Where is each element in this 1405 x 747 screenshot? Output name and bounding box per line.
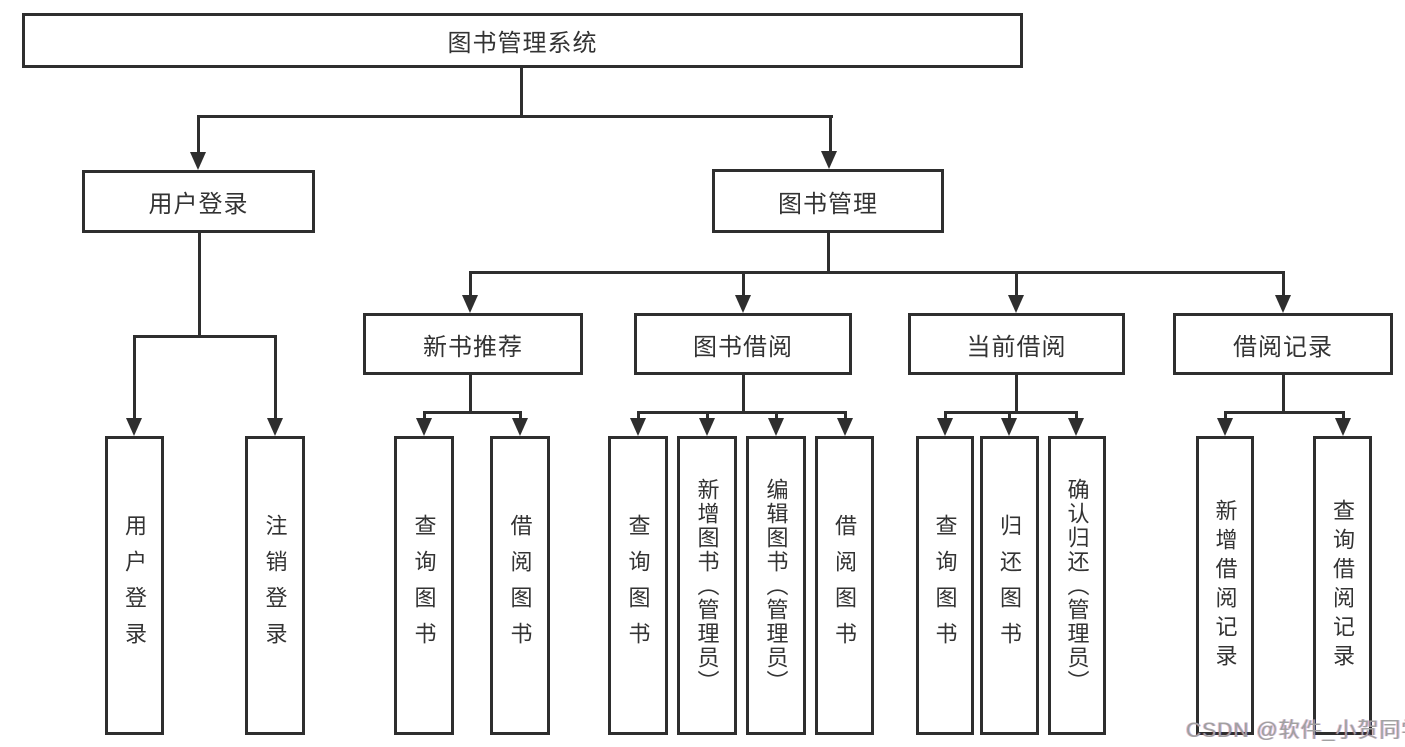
connector-book-management-riser bbox=[827, 233, 830, 274]
arrowhead-g3-c4 bbox=[837, 418, 853, 436]
leaf-current-return-books-label: 归还图书 bbox=[997, 513, 1023, 658]
connector-g4-c2-shaft bbox=[1008, 411, 1011, 420]
leaf-user-login: 用户登录 bbox=[105, 436, 164, 735]
leaf-current-return-books: 归还图书 bbox=[980, 436, 1039, 735]
leaf-current-confirm-return-admin: 确认归还（管理员） bbox=[1048, 436, 1106, 735]
arrowhead-to-borrow-records bbox=[1275, 295, 1291, 313]
connector-new-book-rail bbox=[423, 411, 521, 414]
leaf-user-login-label: 用户登录 bbox=[122, 513, 148, 658]
connector-g3-c2-shaft bbox=[706, 411, 709, 420]
connector-g5-c2-shaft bbox=[1342, 411, 1345, 420]
connector-g4-c1-shaft bbox=[944, 411, 947, 420]
node-book-management: 图书管理 bbox=[712, 169, 944, 233]
arrowhead-to-book-borrow bbox=[735, 295, 751, 313]
connector-g2-c1-shaft bbox=[423, 411, 426, 420]
connector-to-user-login-shaft bbox=[197, 115, 200, 153]
connector-user-login-riser bbox=[198, 233, 201, 338]
leaf-borrow-borrow-books-label: 借阅图书 bbox=[832, 513, 858, 658]
connector-borrow-records-riser bbox=[1282, 375, 1285, 414]
arrowhead-g3-c2 bbox=[699, 418, 715, 436]
leaf-borrow-add-books-admin-label: 新增图书（管理员） bbox=[694, 477, 720, 694]
node-user-login-label: 用户登录 bbox=[148, 191, 249, 218]
connector-g2-c2-shaft bbox=[519, 411, 522, 420]
connector-new-book-riser bbox=[469, 375, 472, 414]
leaf-records-add-record: 新增借阅记录 bbox=[1196, 436, 1254, 735]
arrowhead-g4-c3 bbox=[1068, 418, 1084, 436]
leaf-logout-login: 注销登录 bbox=[245, 436, 305, 735]
leaf-borrow-edit-books-admin-label: 编辑图书（管理员） bbox=[763, 477, 789, 694]
arrowhead-to-book-management bbox=[821, 151, 837, 169]
leaf-recommend-query-books: 查询图书 bbox=[394, 436, 454, 735]
connector-to-borrow-records-shaft bbox=[1282, 271, 1285, 296]
connector-to-leaf-logout-shaft bbox=[274, 335, 277, 418]
leaf-borrow-query-books: 查询图书 bbox=[608, 436, 668, 735]
connector-g5-c1-shaft bbox=[1224, 411, 1227, 420]
arrowhead-to-new-book bbox=[462, 295, 478, 313]
connector-to-current-borrow-shaft bbox=[1015, 271, 1018, 296]
node-current-borrow-label: 当前借阅 bbox=[966, 333, 1067, 361]
connector-root-riser bbox=[520, 68, 523, 117]
node-borrow-records: 借阅记录 bbox=[1173, 313, 1393, 375]
connector-to-book-management-shaft bbox=[829, 115, 832, 152]
connector-borrow-records-rail bbox=[1224, 411, 1344, 414]
arrowhead-g2-c1 bbox=[416, 418, 432, 436]
leaf-logout-login-label: 注销登录 bbox=[262, 513, 288, 658]
arrowhead-g3-c3 bbox=[768, 418, 784, 436]
node-user-login: 用户登录 bbox=[82, 170, 315, 233]
node-root: 图书管理系统 bbox=[22, 13, 1023, 68]
leaf-borrow-edit-books-admin: 编辑图书（管理员） bbox=[746, 436, 806, 735]
arrowhead-g4-c1 bbox=[937, 418, 953, 436]
node-current-borrow: 当前借阅 bbox=[908, 313, 1125, 375]
connector-level3-rail bbox=[469, 271, 1285, 274]
connector-to-leaf-user-login-shaft bbox=[133, 335, 136, 418]
node-borrow-records-label: 借阅记录 bbox=[1233, 333, 1333, 361]
arrowhead-to-leaf-user-login bbox=[126, 418, 142, 436]
connector-g3-c1-shaft bbox=[637, 411, 640, 420]
leaf-borrow-query-books-label: 查询图书 bbox=[625, 513, 651, 658]
leaf-borrow-add-books-admin: 新增图书（管理员） bbox=[677, 436, 737, 735]
connector-level2-rail bbox=[197, 115, 833, 118]
leaf-records-query-record-label: 查询借阅记录 bbox=[1330, 498, 1356, 673]
leaf-recommend-query-books-label: 查询图书 bbox=[411, 513, 437, 658]
arrowhead-to-leaf-logout bbox=[267, 418, 283, 436]
leaf-recommend-borrow-books: 借阅图书 bbox=[490, 436, 550, 735]
arrowhead-g5-c1 bbox=[1217, 418, 1233, 436]
node-book-borrow: 图书借阅 bbox=[634, 313, 852, 375]
watermark-text: CSDN @软件_小贺同学 bbox=[1186, 719, 1405, 742]
connector-to-book-borrow-shaft bbox=[742, 271, 745, 296]
arrowhead-g5-c2 bbox=[1335, 418, 1351, 436]
connector-user-login-rail bbox=[133, 335, 277, 338]
leaf-borrow-borrow-books: 借阅图书 bbox=[815, 436, 874, 735]
connector-current-borrow-rail bbox=[944, 411, 1078, 414]
leaf-records-add-record-label: 新增借阅记录 bbox=[1212, 498, 1238, 673]
connector-g4-c3-shaft bbox=[1075, 411, 1078, 420]
connector-g3-c4-shaft bbox=[844, 411, 847, 420]
node-new-book-recommend-label: 新书推荐 bbox=[423, 333, 523, 361]
node-root-label: 图书管理系统 bbox=[447, 30, 598, 57]
leaf-current-query-books-label: 查询图书 bbox=[932, 513, 958, 658]
connector-to-new-book-shaft bbox=[469, 271, 472, 296]
leaf-records-query-record: 查询借阅记录 bbox=[1313, 436, 1372, 735]
node-book-borrow-label: 图书借阅 bbox=[693, 333, 793, 361]
arrowhead-g2-c2 bbox=[512, 418, 528, 436]
arrowhead-to-user-login bbox=[190, 152, 206, 170]
leaf-recommend-borrow-books-label: 借阅图书 bbox=[507, 513, 533, 658]
arrowhead-g4-c2 bbox=[1001, 418, 1017, 436]
connector-g3-c3-shaft bbox=[775, 411, 778, 420]
leaf-current-confirm-return-admin-label: 确认归还（管理员） bbox=[1064, 477, 1090, 694]
node-new-book-recommend: 新书推荐 bbox=[363, 313, 583, 375]
arrowhead-to-current-borrow bbox=[1008, 295, 1024, 313]
connector-current-borrow-riser bbox=[1015, 375, 1018, 414]
connector-book-borrow-rail bbox=[637, 411, 846, 414]
node-book-management-label: 图书管理 bbox=[778, 190, 878, 218]
arrowhead-g3-c1 bbox=[630, 418, 646, 436]
leaf-current-query-books: 查询图书 bbox=[916, 436, 974, 735]
connector-book-borrow-riser bbox=[742, 375, 745, 414]
